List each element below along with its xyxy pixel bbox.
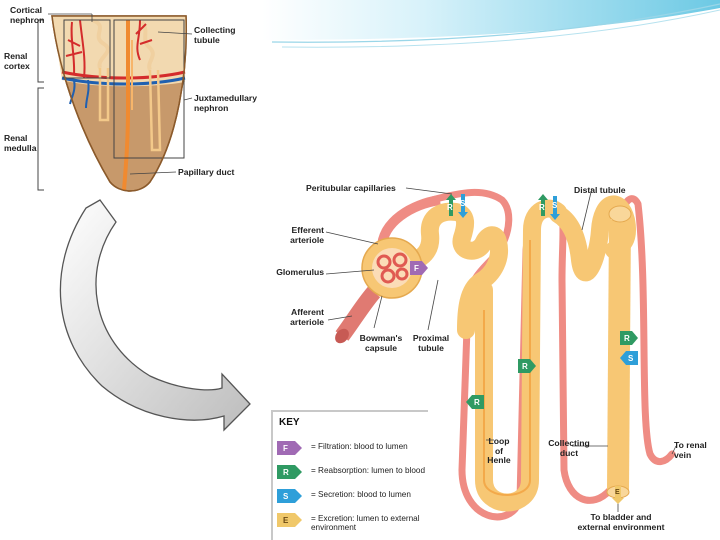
- label-collecting-tubule: Collecting tubule: [194, 25, 236, 45]
- svg-text:S: S: [628, 354, 634, 363]
- svg-text:R: R: [283, 468, 289, 477]
- nephron-diagram: F R S R S R R R S E: [325, 187, 677, 521]
- label-to-renal-vein: To renal vein: [674, 440, 707, 460]
- marker-reabsorption-collecting: R: [620, 331, 638, 345]
- reabsorption-tag-icon: R: [277, 465, 302, 479]
- afferent-arteriole: [335, 286, 381, 341]
- svg-text:E: E: [283, 516, 289, 525]
- svg-text:S: S: [283, 492, 289, 501]
- glomerulus-capillary-loops: [376, 252, 409, 284]
- svg-text:F: F: [283, 444, 288, 453]
- key-title: KEY: [279, 417, 300, 428]
- marker-reabsorption-descending: R: [466, 395, 484, 409]
- marker-reabsorption-loop: R: [518, 359, 536, 373]
- svg-text:R: R: [522, 362, 528, 371]
- label-afferent-arteriole: Afferent arteriole: [290, 307, 324, 327]
- marker-filtration: F: [410, 261, 428, 275]
- label-renal-cortex: Renal cortex: [4, 51, 30, 71]
- marker-reabsorption-proximal: R: [446, 194, 456, 216]
- label-cortical-nephron: Cortical nephron: [10, 5, 45, 25]
- label-distal-tubule: Distal tubule: [574, 185, 626, 195]
- svg-text:R: R: [624, 334, 630, 343]
- curved-arrow-icon: [59, 199, 251, 432]
- svg-text:S: S: [460, 199, 466, 208]
- key-legend: KEY F = Filtration: blood to lumen R = R…: [271, 410, 428, 540]
- key-text-secretion: = Secretion: blood to lumen: [311, 490, 411, 499]
- svg-text:E: E: [615, 489, 620, 496]
- marker-secretion-proximal: S: [458, 194, 468, 218]
- svg-text:R: R: [447, 203, 453, 212]
- decorative-header-swoosh: [262, 0, 720, 48]
- bracket-renal-cortex: [37, 19, 44, 83]
- kidney-section-illustration: [37, 13, 193, 192]
- marker-secretion-collecting: S: [620, 351, 638, 365]
- cortical-nephron-box: [63, 19, 111, 79]
- label-loop-of-henle: Loop of Henle: [487, 436, 511, 466]
- marker-secretion-distal: S: [550, 196, 560, 220]
- label-papillary-duct: Papillary duct: [178, 167, 235, 177]
- svg-text:S: S: [552, 201, 558, 210]
- excretion-tag-icon: E: [277, 513, 302, 527]
- label-glomerulus: Glomerulus: [276, 267, 324, 277]
- svg-text:R: R: [474, 398, 480, 407]
- label-peritubular-capillaries: Peritubular capillaries: [306, 183, 396, 193]
- marker-excretion: E: [612, 486, 624, 504]
- secretion-tag-icon: S: [277, 489, 302, 503]
- key-text-excretion: = Excretion: lumen to external environme…: [311, 514, 420, 533]
- svg-text:F: F: [414, 264, 419, 273]
- svg-text:R: R: [539, 203, 545, 212]
- label-bowmans-capsule: Bowman's capsule: [359, 333, 403, 353]
- label-efferent-arteriole: Efferent arteriole: [290, 225, 324, 245]
- collecting-duct: [607, 219, 631, 491]
- proximal-tubule: [398, 202, 508, 339]
- label-renal-medulla: Renal medulla: [4, 133, 37, 153]
- collecting-duct-top: [608, 205, 632, 223]
- key-text-filtration: = Filtration: blood to lumen: [311, 442, 408, 451]
- filtration-tag-icon: F: [277, 441, 302, 455]
- kidney-cortex-band: [52, 16, 186, 87]
- juxtamedullary-box: [113, 19, 185, 159]
- label-to-bladder: To bladder and external environment: [577, 512, 665, 532]
- bracket-renal-medulla: [37, 87, 44, 191]
- marker-reabsorption-distal: R: [538, 194, 548, 216]
- label-proximal-tubule: Proximal tubule: [412, 333, 450, 353]
- label-juxtamedullary-nephron: Juxtamedullary nephron: [194, 93, 258, 113]
- key-text-reabsorption: = Reabsorption: lumen to blood: [311, 466, 426, 475]
- label-collecting-duct: Collecting duct: [548, 438, 590, 458]
